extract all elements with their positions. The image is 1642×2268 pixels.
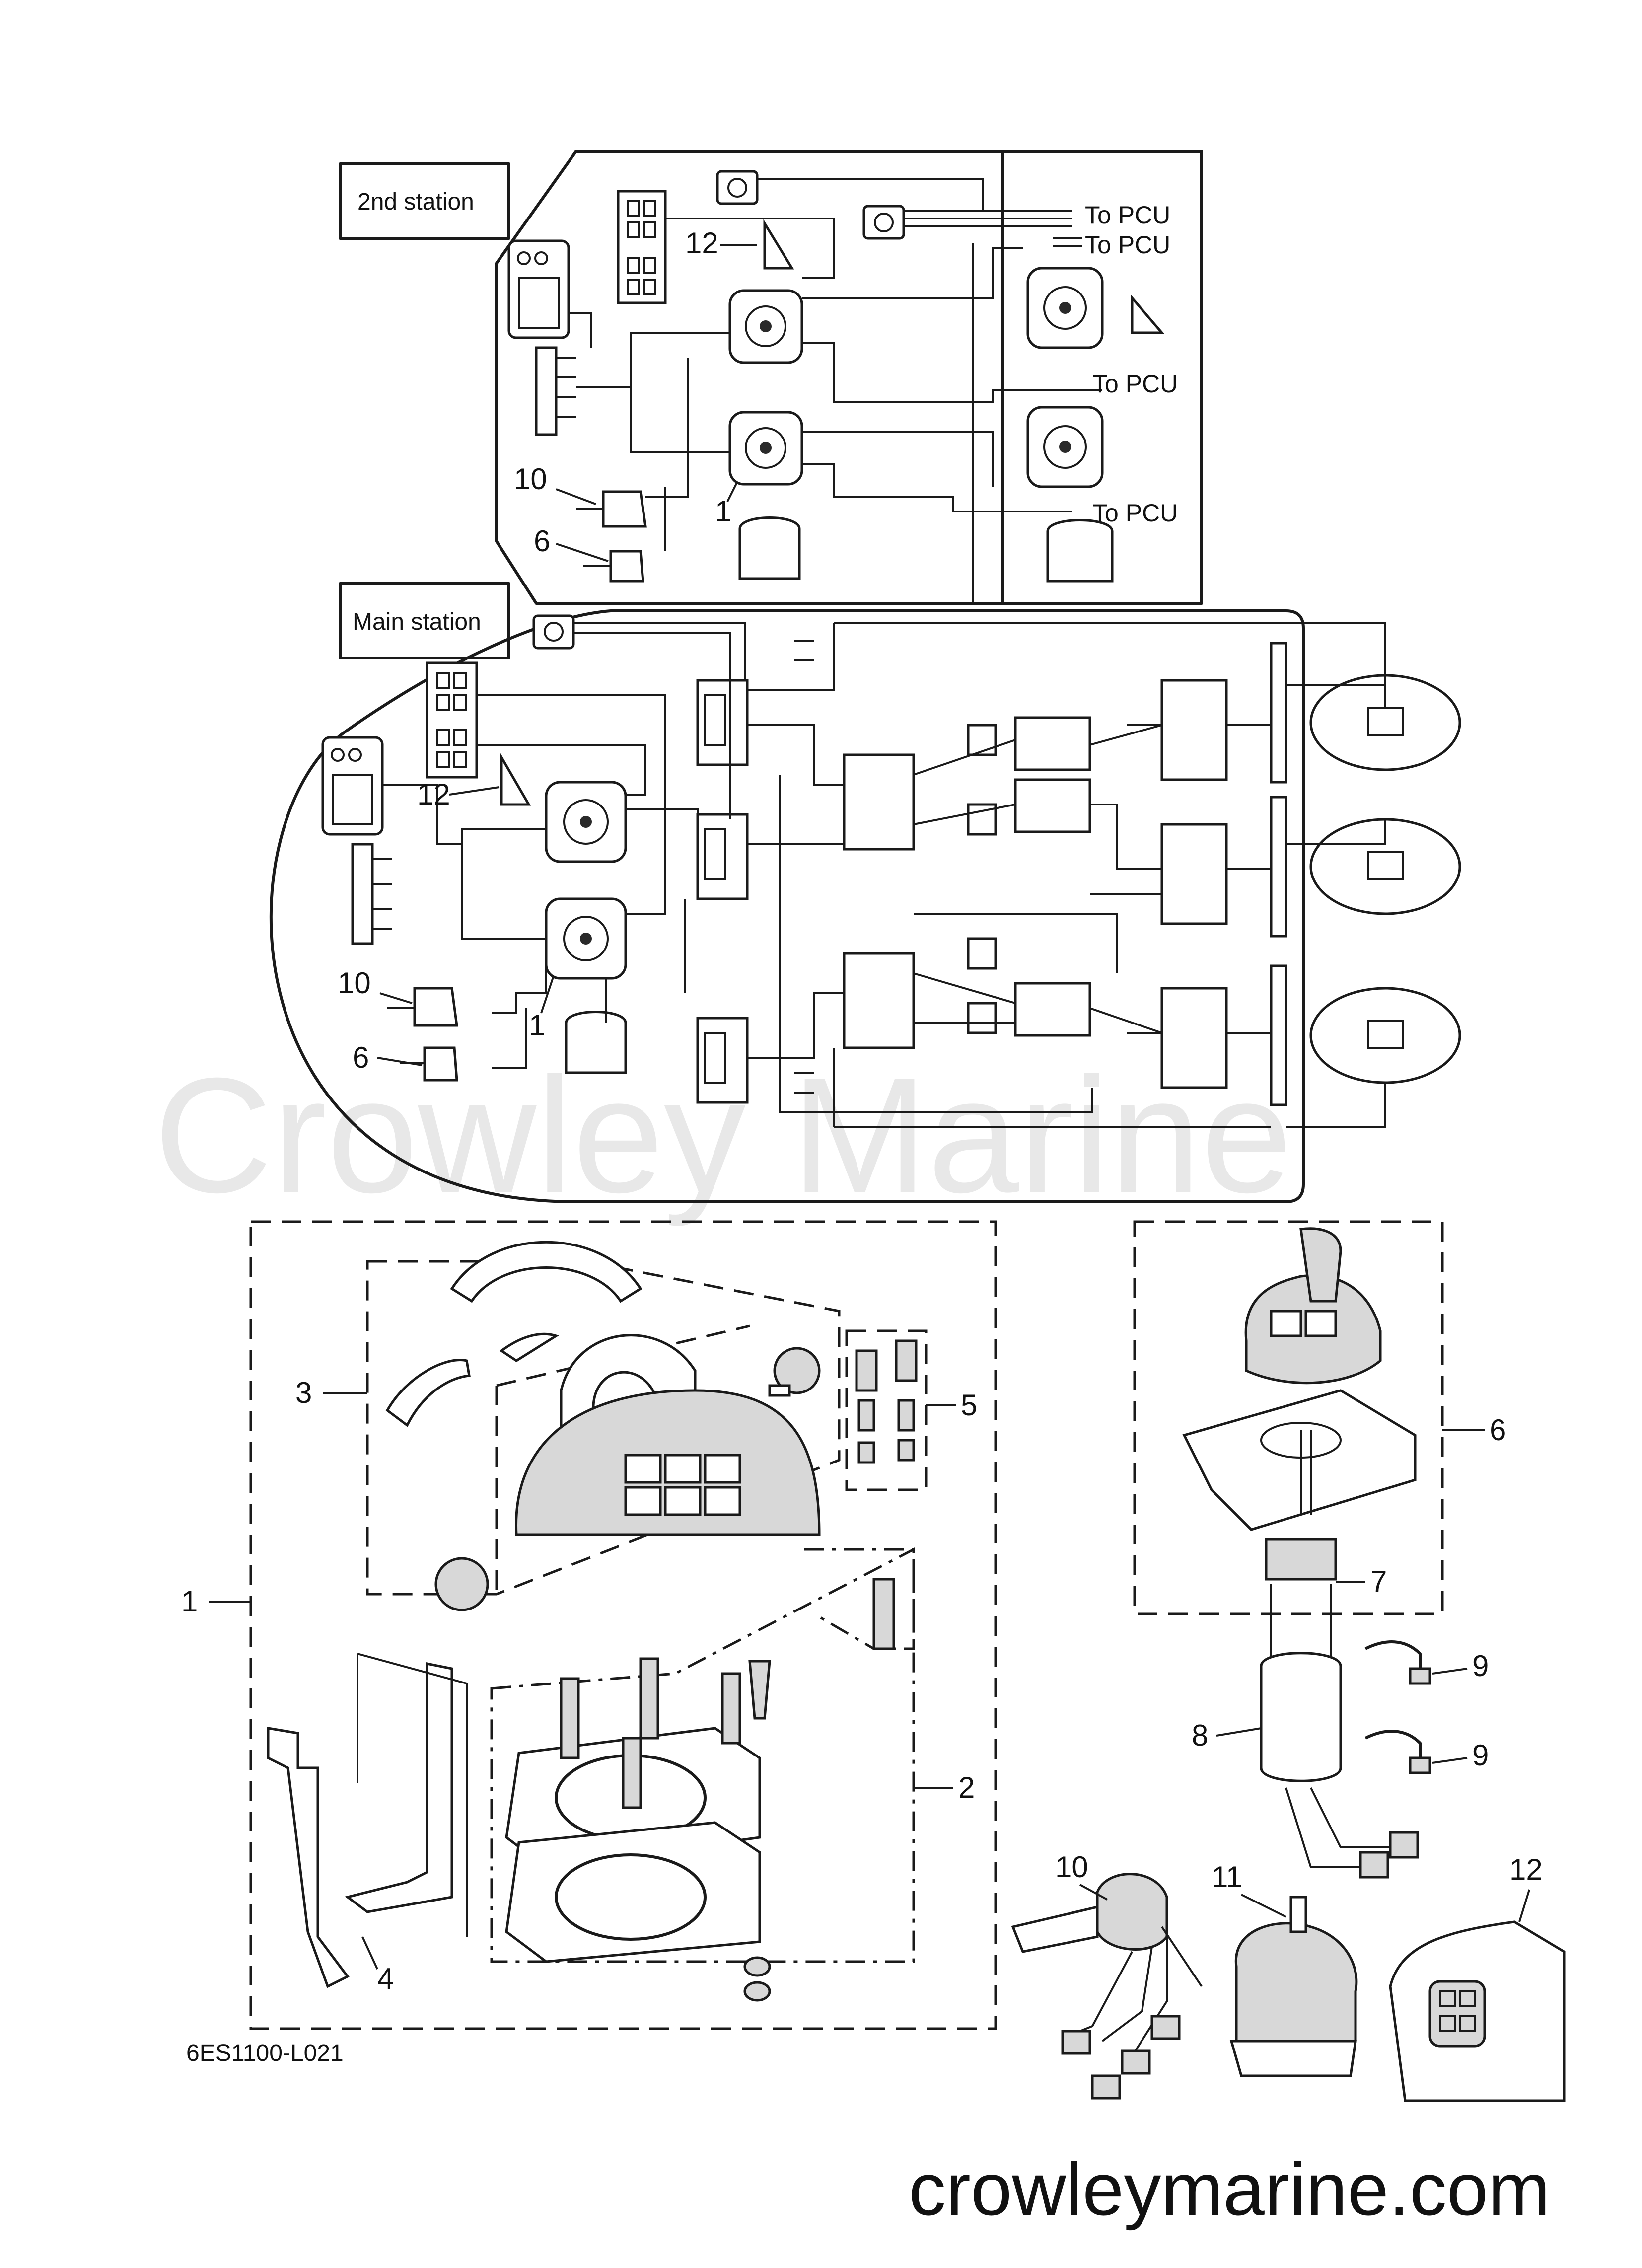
second-station-panel: 2nd station — [339, 150, 1203, 605]
diagram-code: 6ES1100-L021 — [186, 2040, 344, 2066]
joystick-assembly-view: 6 7 8 9 9 — [1133, 1220, 1506, 1879]
second-station-label: 2nd station — [357, 189, 474, 215]
callout-1-exploded: 1 — [181, 1585, 198, 1618]
callout-10-part: 10 — [1055, 1850, 1088, 1884]
callout-10-main: 10 — [338, 966, 371, 1000]
callout-12-main: 12 — [417, 778, 450, 811]
callout-8-joystick: 8 — [1192, 1719, 1208, 1752]
callout-11-part: 11 — [1212, 1860, 1242, 1894]
to-pcu-label-3: To PCU — [1092, 370, 1178, 398]
to-pcu-label-1: To PCU — [1085, 201, 1170, 229]
callout-10-second: 10 — [514, 462, 547, 496]
callout-1-main: 1 — [529, 1009, 545, 1042]
website-url: crowleymarine.com — [909, 2147, 1550, 2231]
callout-3-exploded: 3 — [295, 1376, 312, 1409]
callout-2-exploded: 2 — [958, 1771, 975, 1804]
to-pcu-label-4: To PCU — [1092, 499, 1178, 527]
to-pcu-label-2: To PCU — [1085, 231, 1170, 259]
callout-9-joystick-a: 9 — [1472, 1649, 1489, 1683]
main-station-label: Main station — [353, 609, 481, 635]
callout-5-exploded: 5 — [961, 1389, 977, 1422]
callout-4-exploded: 4 — [377, 1962, 394, 1995]
callout-7-joystick: 7 — [1370, 1565, 1387, 1598]
main-station-panel: Main station — [269, 582, 1461, 1203]
callout-12-part: 12 — [1509, 1853, 1543, 1886]
callout-6-second: 6 — [534, 524, 550, 558]
callout-9-joystick-b: 9 — [1472, 1739, 1489, 1772]
loose-parts: 10 11 12 — [1011, 1850, 1566, 2102]
callout-6-main: 6 — [353, 1041, 369, 1074]
remote-control-exploded-view: 1 2 3 4 5 — [181, 1220, 997, 2030]
callout-6-joystick: 6 — [1490, 1413, 1506, 1447]
callout-12-second: 12 — [685, 226, 718, 260]
